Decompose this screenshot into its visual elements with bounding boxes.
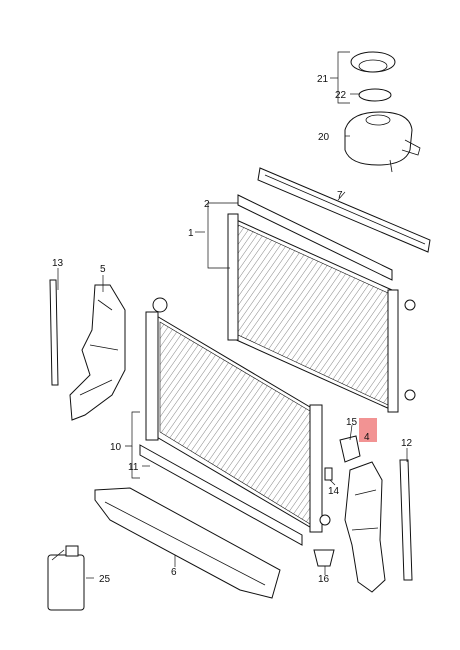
seal-ring-part-22 — [358, 88, 392, 102]
screw-part-14 — [324, 467, 333, 481]
label-14: 14 — [328, 486, 340, 497]
label-22: 22 — [335, 90, 347, 101]
rail-part-2 — [237, 194, 393, 281]
label-12: 12 — [401, 438, 413, 449]
label-16: 16 — [318, 574, 330, 585]
label-13: 13 — [52, 258, 64, 269]
leader-lines — [57, 51, 408, 579]
label-20: 20 — [318, 132, 330, 143]
label-5: 5 — [100, 264, 106, 275]
label-1: 1 — [188, 228, 194, 239]
bracket-part-4 — [344, 461, 386, 593]
label-15: 15 — [346, 417, 358, 428]
expansion-tank-group — [344, 51, 421, 173]
deflector-part-6 — [94, 487, 281, 599]
air-guide-part-5 — [69, 284, 126, 421]
rail-part-11 — [139, 444, 303, 546]
label-11: 11 — [128, 462, 139, 473]
top-rail-part-7 — [257, 167, 431, 253]
label-7: 7 — [337, 190, 343, 201]
label-21: 21 — [317, 74, 329, 85]
callout-labels: 1 2 4 5 6 7 10 11 12 13 14 15 16 20 21 2… — [52, 74, 413, 585]
expansion-tank-part-20 — [344, 111, 413, 166]
label-10: 10 — [110, 442, 122, 453]
radiator-part-10 — [145, 297, 331, 533]
label-25: 25 — [99, 574, 111, 585]
label-2: 2 — [204, 199, 210, 210]
air-guide-part-12 — [399, 459, 413, 581]
label-6: 6 — [171, 567, 177, 578]
highlighted-part-4 — [359, 418, 377, 442]
label-4: 4 — [364, 432, 370, 443]
grommet-part-16 — [313, 549, 335, 567]
cap-part-21 — [350, 51, 396, 73]
condenser-part-1 — [227, 213, 416, 413]
air-guide-part-13 — [49, 279, 59, 386]
coolant-container-part-25 — [47, 545, 85, 611]
